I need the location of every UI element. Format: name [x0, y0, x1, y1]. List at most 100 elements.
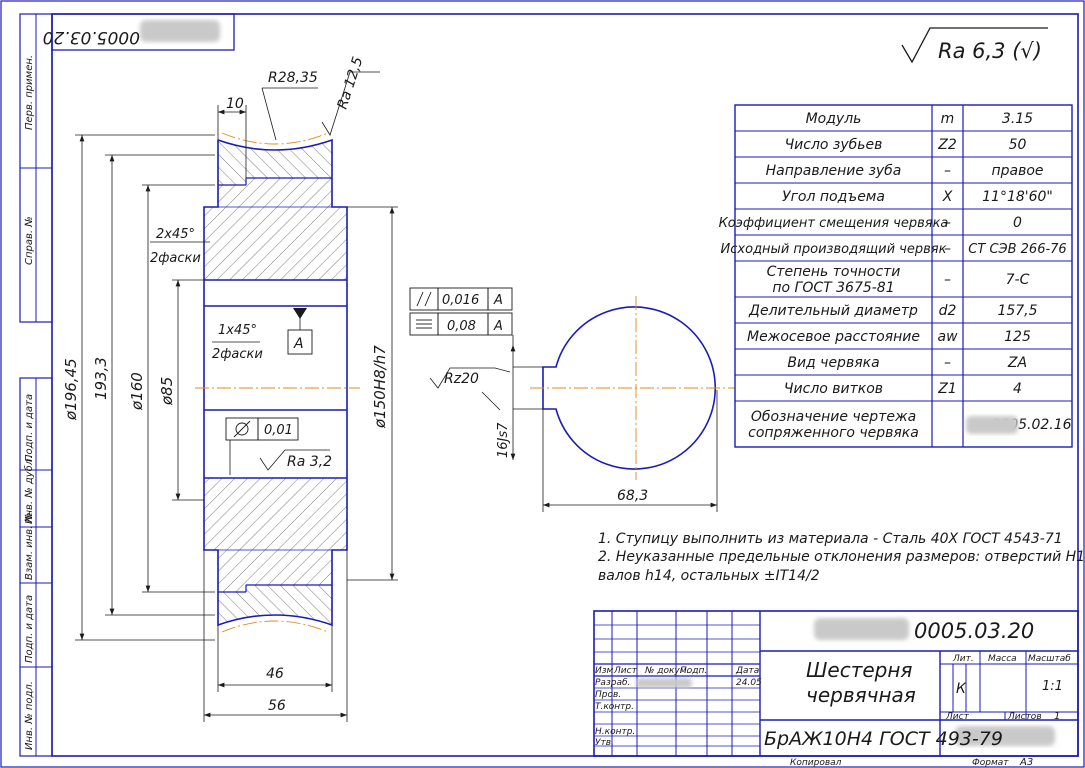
param-symbol: aw — [937, 329, 958, 345]
format-value: А3 — [1019, 757, 1033, 768]
param-symbol: – — [944, 215, 951, 231]
dim-ch2b: 2фаски — [212, 347, 263, 362]
title-name-2: червячная — [806, 683, 916, 707]
col-izm: Изм — [595, 666, 614, 676]
note-3: валов h14, остальных ±IT14/2 — [598, 568, 820, 584]
param-symbol: Z2 — [937, 137, 957, 153]
param-name: Угол подъема — [782, 189, 885, 205]
param-value: 11°18'60" — [982, 189, 1053, 205]
param-symbol: X — [942, 189, 953, 205]
row-date: 24.05 — [736, 678, 762, 688]
row-nkontr: Н.контр. — [595, 727, 635, 737]
runout-frame — [225, 417, 299, 441]
param-row: Направление зуба – правое — [766, 163, 1044, 179]
general-roughness: Ra 6,3 (√) — [901, 27, 1048, 64]
gear-section-view — [195, 132, 360, 633]
title-material: БрАЖ10Н4 ГОСТ 493-79 — [764, 728, 1003, 750]
dim-d196: ø196,45 — [62, 358, 80, 421]
note-1: 1. Ступицу выполнить из материала - Стал… — [598, 531, 1063, 547]
note-2: 2. Неуказанные предельные отклонения раз… — [598, 549, 1085, 565]
blurred-org — [955, 726, 1055, 746]
col-data: Дата — [735, 666, 759, 676]
col-inv-dubl: Инв. № дубл. — [23, 456, 35, 524]
dim-w10: 10 — [226, 96, 244, 112]
param-value: СТ СЭВ 266-76 — [968, 242, 1066, 257]
hub-view: 0,016 A 0,08 A Rz20 16Js7 68,3 — [409, 287, 735, 512]
col-inv-podl: Инв. № подл. — [24, 681, 35, 750]
col-perv-primen: Перв. примен. — [24, 55, 35, 130]
datum-triangle — [293, 308, 307, 319]
top-stamp-code: 0005.03.20 — [43, 27, 140, 47]
param-symbol: Z1 — [937, 381, 957, 397]
dim-d683: 68,3 — [617, 488, 648, 504]
param-symbol: – — [944, 272, 951, 288]
row-razrab: Разраб. — [595, 678, 630, 688]
kopiroval-label: Копировал — [790, 758, 842, 768]
datum-box — [287, 329, 313, 355]
row-utv: Утв. — [595, 738, 614, 748]
tol2-value: 0,08 — [447, 319, 476, 334]
param-symbol: – — [944, 163, 951, 179]
listov-label: Листов — [1007, 712, 1042, 722]
col-doc: № докум. — [644, 666, 689, 676]
param-name: Межосевое расстояние — [747, 329, 920, 345]
row-prov: Пров. — [595, 690, 621, 700]
blurred-worm-code — [966, 416, 1018, 434]
param-name: Степень точности — [767, 264, 901, 280]
top-stamp: 0005.03.20 — [43, 13, 235, 51]
dim-js7: 16Js7 — [496, 422, 511, 458]
col-podp: Подп. — [680, 666, 707, 676]
param-row: Коэффициент смещения червяка–0 — [719, 215, 1022, 231]
notes: 1. Ступицу выполнить из материала - Стал… — [598, 531, 1085, 584]
format-label: Формат — [972, 758, 1009, 768]
param-value: 4 — [1013, 381, 1022, 397]
param-value: 125 — [1004, 329, 1031, 345]
dim-d193: 193,3 — [92, 357, 110, 400]
runout-value: 0,01 — [264, 423, 293, 438]
param-value: 0 — [1013, 215, 1022, 231]
param-name: Направление зуба — [766, 163, 902, 179]
dim-ch1b: 2фаски — [150, 251, 201, 266]
param-name: Делительный диаметр — [748, 303, 918, 319]
param-name: Вид червяка — [787, 355, 879, 371]
tol1-ref: A — [493, 293, 503, 308]
param-name: Число витков — [784, 381, 883, 397]
dim-ch2: 1x45° — [218, 323, 257, 338]
tol1-value: 0,016 — [442, 293, 479, 308]
param-symbol: – — [944, 241, 951, 257]
param-name: Обозначение чертежа — [751, 409, 916, 425]
blurred-author — [636, 678, 692, 688]
tolerance-frames — [409, 287, 513, 336]
dim-w56: 56 — [268, 698, 286, 714]
col-podp-data-2: Подп. и дата — [24, 595, 35, 663]
row-tkontr: Т.контр. — [595, 702, 634, 712]
param-value: правое — [991, 163, 1043, 179]
dim-d160: ø160 — [128, 372, 146, 411]
param-symbol: m — [941, 111, 955, 127]
main-view-dimensions — [75, 71, 398, 722]
title-code: 0005.03.20 — [914, 619, 1034, 643]
param-symbol: d2 — [939, 303, 957, 319]
param-row: Межосевое расстояние aw 125 — [747, 329, 1031, 345]
general-roughness-text: Ra 6,3 (√) — [938, 39, 1042, 63]
datum-label: A — [293, 336, 304, 352]
dim-rz20: Rz20 — [444, 371, 479, 387]
tol2-ref: A — [493, 319, 503, 334]
scale-value: 1:1 — [1042, 679, 1063, 694]
listov-value: 1 — [1054, 711, 1060, 722]
param-value: 157,5 — [997, 303, 1037, 319]
param-row: Делительный диаметр d2 157,5 — [748, 303, 1038, 319]
massa-label: Масса — [988, 654, 1017, 664]
param-name: Число зубьев — [785, 137, 883, 153]
col-list: Лист — [613, 666, 638, 676]
param-row: Исходный производящий червяк–СТ СЭВ 266-… — [721, 241, 1067, 257]
inner-frame — [51, 13, 1079, 757]
title-block — [593, 610, 1079, 757]
blurred-code-prefix — [814, 618, 909, 640]
param-name: Модуль — [806, 111, 862, 127]
param-value: 7-С — [1006, 272, 1030, 288]
